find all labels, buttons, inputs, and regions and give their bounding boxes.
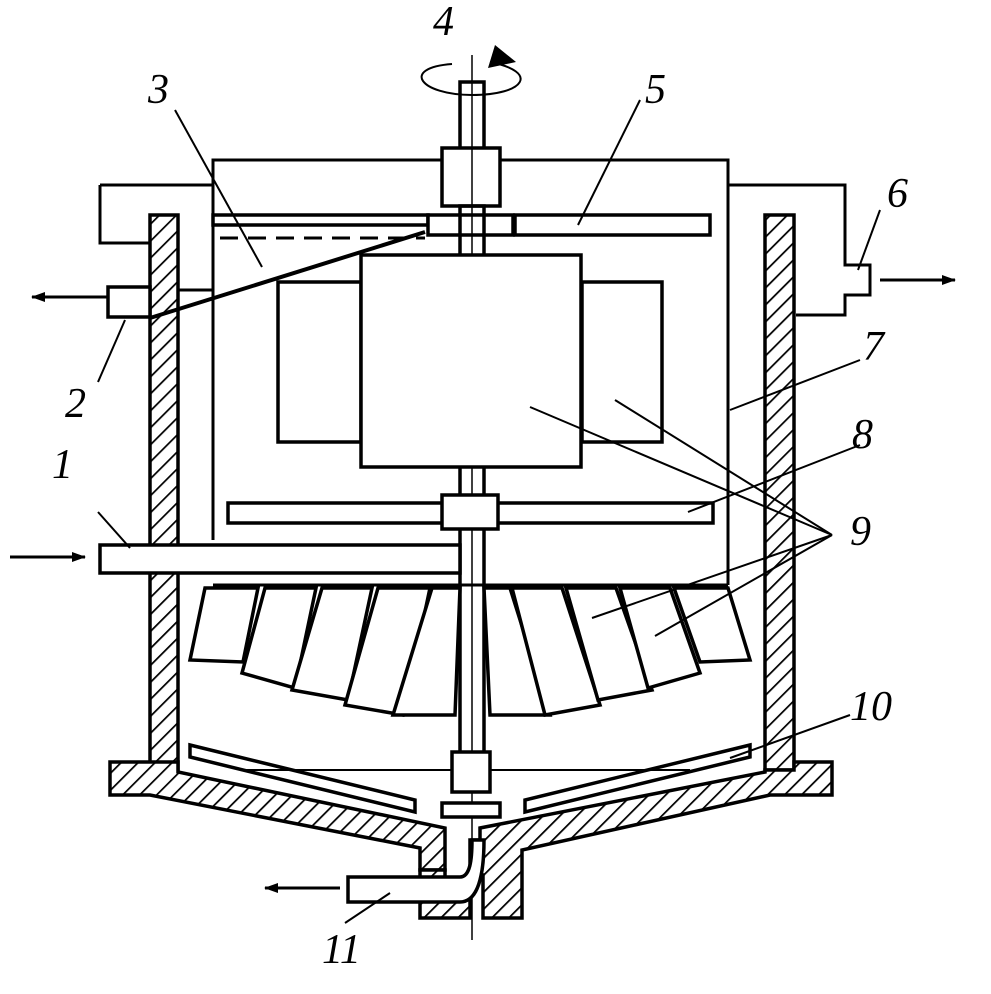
callout-11: 11	[322, 927, 361, 973]
callout-3: 3	[147, 67, 169, 113]
outer-casing	[108, 213, 834, 920]
rotation-arrow	[420, 45, 522, 97]
callout-9: 9	[850, 509, 871, 555]
callout-7: 7	[863, 324, 886, 370]
outlet-pipe-left	[106, 285, 152, 319]
callout-labels: 1 2 3 4 5 6 7 8 9 10 11	[52, 0, 908, 973]
leader-lines	[97, 99, 881, 924]
callout-2: 2	[65, 381, 86, 427]
lower-disk	[226, 493, 715, 531]
bottom-scraper	[188, 742, 752, 819]
bottom-outlet	[346, 838, 486, 904]
filter-blocks	[276, 253, 664, 469]
callout-10: 10	[850, 684, 892, 730]
inlet-pipe	[98, 543, 728, 587]
flow-arrows	[10, 275, 956, 893]
upper-disk	[149, 213, 712, 320]
cone-blades	[187, 586, 753, 718]
callout-4: 4	[433, 0, 454, 45]
callout-6: 6	[887, 171, 908, 217]
callout-5: 5	[645, 67, 666, 113]
callout-8: 8	[852, 412, 873, 458]
callout-1: 1	[52, 442, 73, 488]
